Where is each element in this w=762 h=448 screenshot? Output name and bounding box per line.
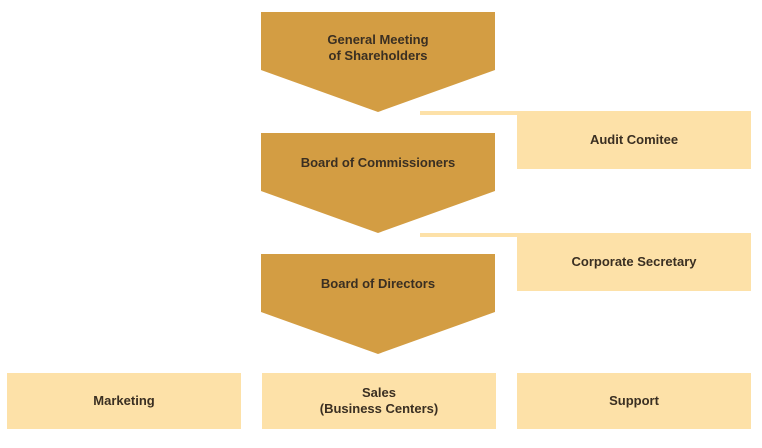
audit-committee-connector xyxy=(420,111,520,115)
corporate-secretary-connector xyxy=(420,233,520,237)
general-meeting-node: General Meeting of Shareholders xyxy=(261,12,495,112)
audit-committee-node: Audit Comitee xyxy=(517,111,751,169)
corporate-secretary-label: Corporate Secretary xyxy=(571,254,697,269)
marketing-label: Marketing xyxy=(93,393,155,408)
board-of-directors-label: Board of Directors xyxy=(320,276,436,291)
support-label: Support xyxy=(609,393,659,408)
board-of-directors-node: Board of Directors xyxy=(261,254,495,354)
audit-committee-label: Audit Comitee xyxy=(589,132,679,147)
board-of-commissioners-label: Board of Commissioners xyxy=(300,155,456,170)
sales-label: Sales (Business Centers) xyxy=(319,385,439,416)
support-node: Support xyxy=(517,373,751,429)
general-meeting-label: General Meeting of Shareholders xyxy=(327,32,429,63)
marketing-node: Marketing xyxy=(7,373,241,429)
corporate-secretary-node: Corporate Secretary xyxy=(517,233,751,291)
sales-node: Sales (Business Centers) xyxy=(262,373,496,429)
board-of-commissioners-node: Board of Commissioners xyxy=(261,133,495,233)
